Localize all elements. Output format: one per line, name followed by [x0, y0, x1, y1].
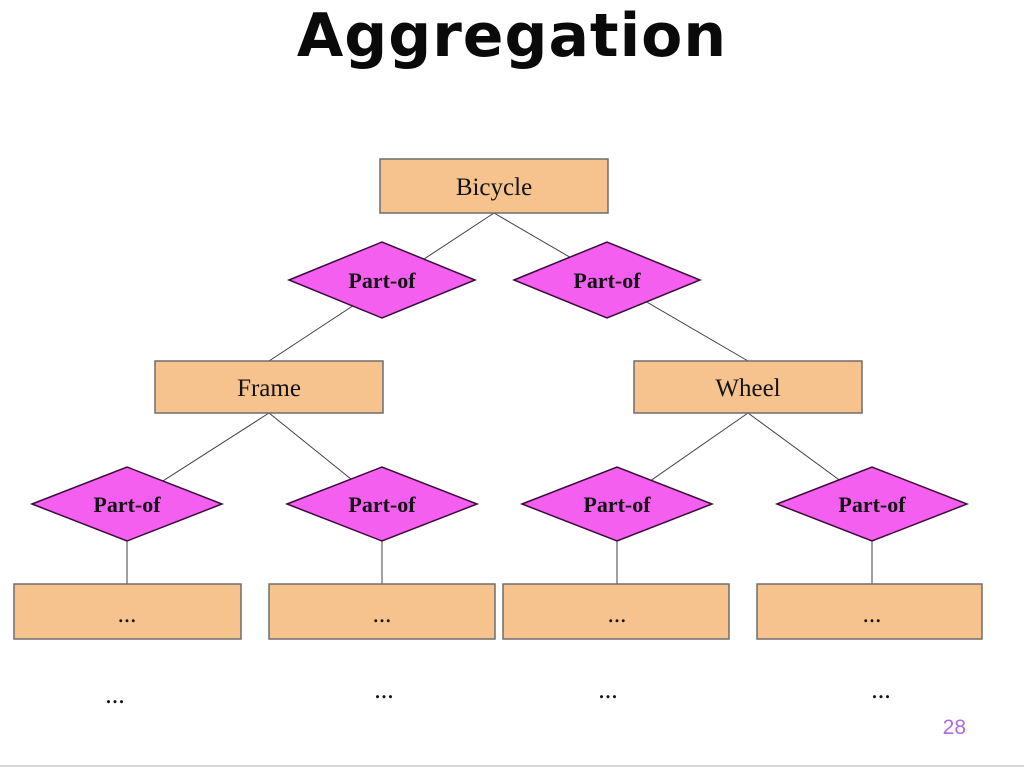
relationship-label: Part-of	[348, 492, 416, 517]
entity-box-frame-part-2	[268, 583, 496, 640]
relationship-label: Part-of	[93, 492, 161, 517]
relationship-diamond	[29, 466, 225, 542]
entity-box-wheel-part-1	[502, 583, 730, 640]
continuation-mark: ...	[374, 675, 394, 704]
entity-label-frame-part-1: ...	[118, 601, 137, 628]
entity-box-bicycle	[379, 158, 609, 214]
relationship-label: Part-of	[348, 268, 416, 293]
entity-box-frame	[154, 360, 384, 414]
relationship-diamond	[512, 241, 702, 319]
slide-title: Aggregation	[296, 1, 728, 71]
relationship-label: Part-of	[838, 492, 906, 517]
relationship-diamond	[287, 241, 477, 319]
page-number: 28	[942, 716, 966, 739]
entity-label-wheel: Wheel	[715, 375, 780, 402]
continuation-mark: ...	[598, 675, 618, 704]
entity-label-wheel-part-2: ...	[863, 601, 882, 628]
relationship-diamond	[284, 466, 480, 542]
entity-label-frame: Frame	[237, 375, 301, 402]
relationship-diamond	[519, 466, 715, 542]
relationship-label: Part-of	[583, 492, 651, 517]
relationship-diamond	[774, 466, 970, 542]
entity-label-bicycle: Bicycle	[456, 174, 532, 201]
relationship-label: Part-of	[573, 268, 641, 293]
entity-box-frame-part-1	[13, 583, 242, 640]
continuation-mark: ...	[871, 675, 891, 704]
continuation-mark: ...	[105, 680, 125, 709]
entity-boxes	[13, 158, 983, 640]
entity-label-frame-part-2: ...	[373, 601, 392, 628]
relationship-diamonds	[29, 241, 970, 542]
entity-box-wheel-part-2	[756, 583, 983, 640]
entity-box-wheel	[633, 360, 863, 414]
entity-label-wheel-part-1: ...	[608, 601, 627, 628]
